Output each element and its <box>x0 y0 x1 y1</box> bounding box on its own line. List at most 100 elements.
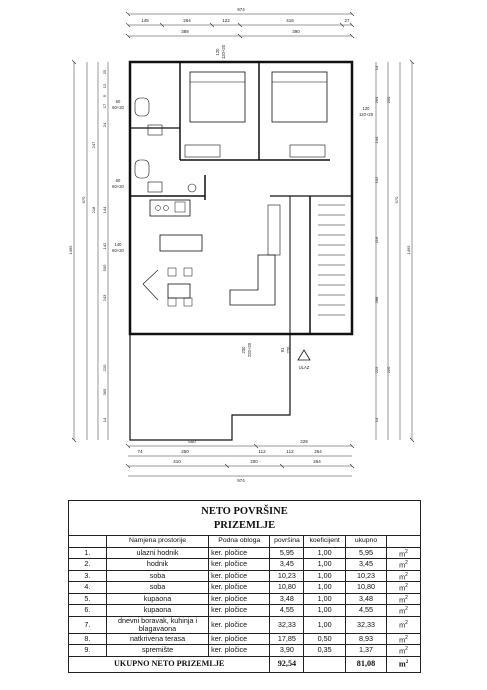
dim-top-6: 389 <box>181 29 189 34</box>
dim-left-12: 14 <box>102 417 107 422</box>
dim-bottom-2: 229 <box>300 439 308 444</box>
row-name: hodnik <box>105 558 210 571</box>
row-unit: m2 <box>386 546 421 559</box>
dim-bottom-4: 250 <box>181 449 189 454</box>
table-title-line-1: NETO POVRŠINE <box>201 506 288 517</box>
row-coefficient: 1,00 <box>303 604 346 617</box>
row-total: 10,23 <box>344 569 388 582</box>
dim-left-9: 243 <box>102 294 107 301</box>
dim-bottom-9: 200 <box>250 459 258 464</box>
sum-coef <box>303 655 346 673</box>
opening-5-sub: 60+20 <box>112 248 124 253</box>
row-floor: ker. pločice <box>208 558 271 571</box>
dim-bottom-5: 112 <box>258 449 266 454</box>
row-unit: m2 <box>386 632 421 645</box>
header-number <box>68 535 107 548</box>
row-area: 3,90 <box>269 644 305 657</box>
dim-left-7: 142 <box>102 242 107 249</box>
dim-right-mid-3: 220 <box>386 366 391 373</box>
row-total: 10,80 <box>344 581 388 594</box>
row-floor: ker. pločice <box>208 644 271 657</box>
opening-1-sub: 120+20 <box>221 44 226 59</box>
dim-right-1: 14 <box>374 65 379 70</box>
opening-2-size: 60 <box>116 99 121 104</box>
dim-top-5: 27 <box>344 18 350 23</box>
row-unit: m2 <box>386 592 421 605</box>
row-area: 17,85 <box>269 632 305 645</box>
row-total: 4,55 <box>344 604 388 617</box>
dim-right-mid-2: 970 <box>394 196 399 203</box>
row-coefficient: 1,00 <box>303 558 346 571</box>
header-unit <box>386 535 421 548</box>
row-unit: m2 <box>386 569 421 582</box>
net-area-table: NETO POVRŠINE PRIZEMLJE Namjena prostori… <box>67 500 421 673</box>
opening-2-sub: 60+20 <box>112 105 124 110</box>
dim-left-10: 220 <box>102 364 107 371</box>
sum-label: UKUPNO NETO PRIZEMLJE <box>67 655 271 673</box>
row-number: 4. <box>68 581 107 594</box>
dim-left-3: 5 <box>102 94 107 97</box>
row-number: 7. <box>68 615 107 634</box>
dim-right-mid-1: 250 <box>386 96 391 103</box>
row-number: 6. <box>68 604 107 617</box>
row-number: 9. <box>68 644 107 657</box>
dim-left-5: 24 <box>102 122 107 127</box>
dim-left-11: 365 <box>102 388 107 395</box>
entrance-label: ULAZ <box>299 365 310 370</box>
opening-4-sub: 60+20 <box>112 184 124 189</box>
row-name: dnevni boravak, kuhinja i blagavaona <box>105 615 210 634</box>
row-name: soba <box>105 581 210 594</box>
opening-3-sub: 120+20 <box>359 112 374 117</box>
dim-right-outer: 1495 <box>406 245 411 255</box>
row-name: kupaona <box>105 604 210 617</box>
dim-right-6: 288 <box>374 296 379 303</box>
row-floor: ker. pločice <box>208 569 271 582</box>
row-coefficient: 0,35 <box>303 644 346 657</box>
row-area: 3,45 <box>269 558 305 571</box>
row-total: 3,48 <box>344 592 388 605</box>
sum-area: 92,54 <box>269 655 305 673</box>
row-name: soba <box>105 569 210 582</box>
dim-bottom-10: 264 <box>313 459 321 464</box>
row-number: 3. <box>68 569 107 582</box>
dim-bottom-3: 74 <box>137 449 143 454</box>
dim-right-3: 144 <box>374 136 379 143</box>
opening-5-size: 140 <box>115 242 123 247</box>
sum-total: 81,08 <box>344 655 388 673</box>
row-number: 8. <box>68 632 107 645</box>
row-name: natkrivena terasa <box>105 632 210 645</box>
row-area: 10,80 <box>269 581 305 594</box>
row-floor: ker. pločice <box>208 592 271 605</box>
row-unit: m2 <box>386 581 421 594</box>
row-name: spremište <box>105 644 210 657</box>
opening-3-size: 120 <box>363 106 371 111</box>
row-number: 2. <box>68 558 107 571</box>
header-floor: Podna obloga <box>208 535 271 548</box>
row-floor: ker. pločice <box>208 581 271 594</box>
dim-left-4: 17 <box>102 103 107 108</box>
dim-bottom-1: 550 <box>188 439 196 444</box>
row-floor: ker. pločice <box>208 604 271 617</box>
table-header-row: Namjena prostorije Podna obloga površina… <box>68 535 421 548</box>
row-area: 5,95 <box>269 546 305 559</box>
dim-right-4: 102 <box>374 176 379 183</box>
dim-left-mid-3: 970 <box>81 196 86 203</box>
opening-1-size: 120 <box>215 48 220 56</box>
opening-7-size: 91 <box>280 347 285 352</box>
dim-bottom-8: 410 <box>173 459 181 464</box>
table-title-row: NETO POVRŠINE PRIZEMLJE <box>68 500 421 536</box>
dim-bottom-6: 112 <box>286 449 294 454</box>
dim-right-8: 14 <box>374 417 379 422</box>
sum-unit: m2 <box>386 655 421 673</box>
row-area: 3,48 <box>269 592 305 605</box>
floor-plan-drawing: 974 145 264 122 416 27 389 390 550 229 7… <box>68 7 415 483</box>
row-total: 1,37 <box>344 644 388 657</box>
opening-6-size: 230 <box>241 346 246 354</box>
row-coefficient: 0,50 <box>303 632 346 645</box>
